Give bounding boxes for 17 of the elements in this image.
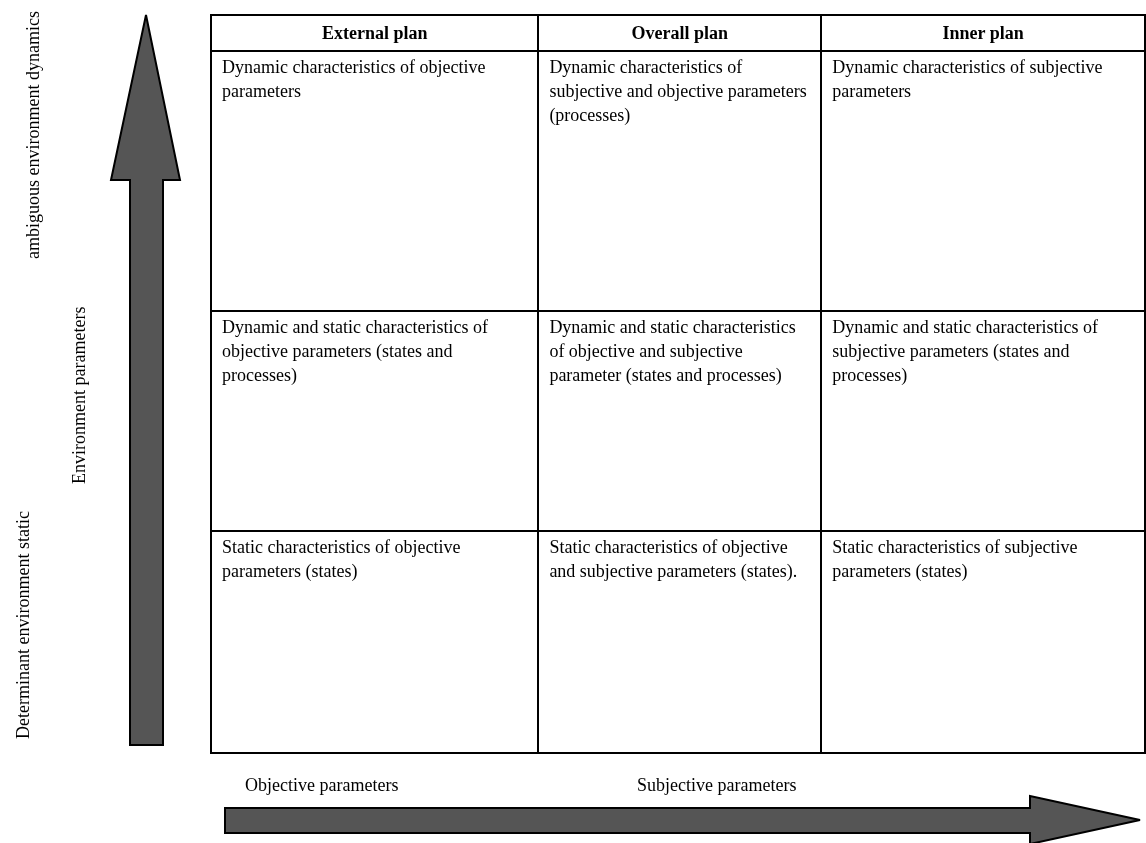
table-cell: Dynamic characteristics of subjective and objective parameters (processes) (538, 51, 822, 311)
axis-label: ambiguous environment dynamics (22, 10, 44, 261)
column-header: Inner plan (821, 15, 1145, 51)
axis-label: Environment parameters (68, 305, 90, 486)
table-cell: Dynamic and static characteristics of objective parameters (states and processes) (211, 311, 539, 531)
table-cell: Dynamic characteristics of subjective parameters (821, 51, 1145, 311)
axis-label: Subjective parameters (637, 775, 797, 796)
column-header: External plan (211, 15, 539, 51)
table-cell: Static characteristics of subjective parameters (states) (821, 531, 1145, 753)
table-cell: Dynamic characteristics of objective parameters (211, 51, 539, 311)
axis-label: Determinant environment static (12, 510, 34, 741)
table-cell: Static characteristics of objective parameters (states) (211, 531, 539, 753)
axis-label: Objective parameters (245, 775, 399, 796)
column-header: Overall plan (538, 15, 822, 51)
table-cell: Static characteristics of objective and subjective parameters (states). (538, 531, 822, 753)
table-cell: Dynamic and static characteristics of objective and subjective parameter (states and processes) (538, 311, 822, 531)
table-cell: Dynamic and static characteristics of subjective parameters (states and processes) (821, 311, 1145, 531)
